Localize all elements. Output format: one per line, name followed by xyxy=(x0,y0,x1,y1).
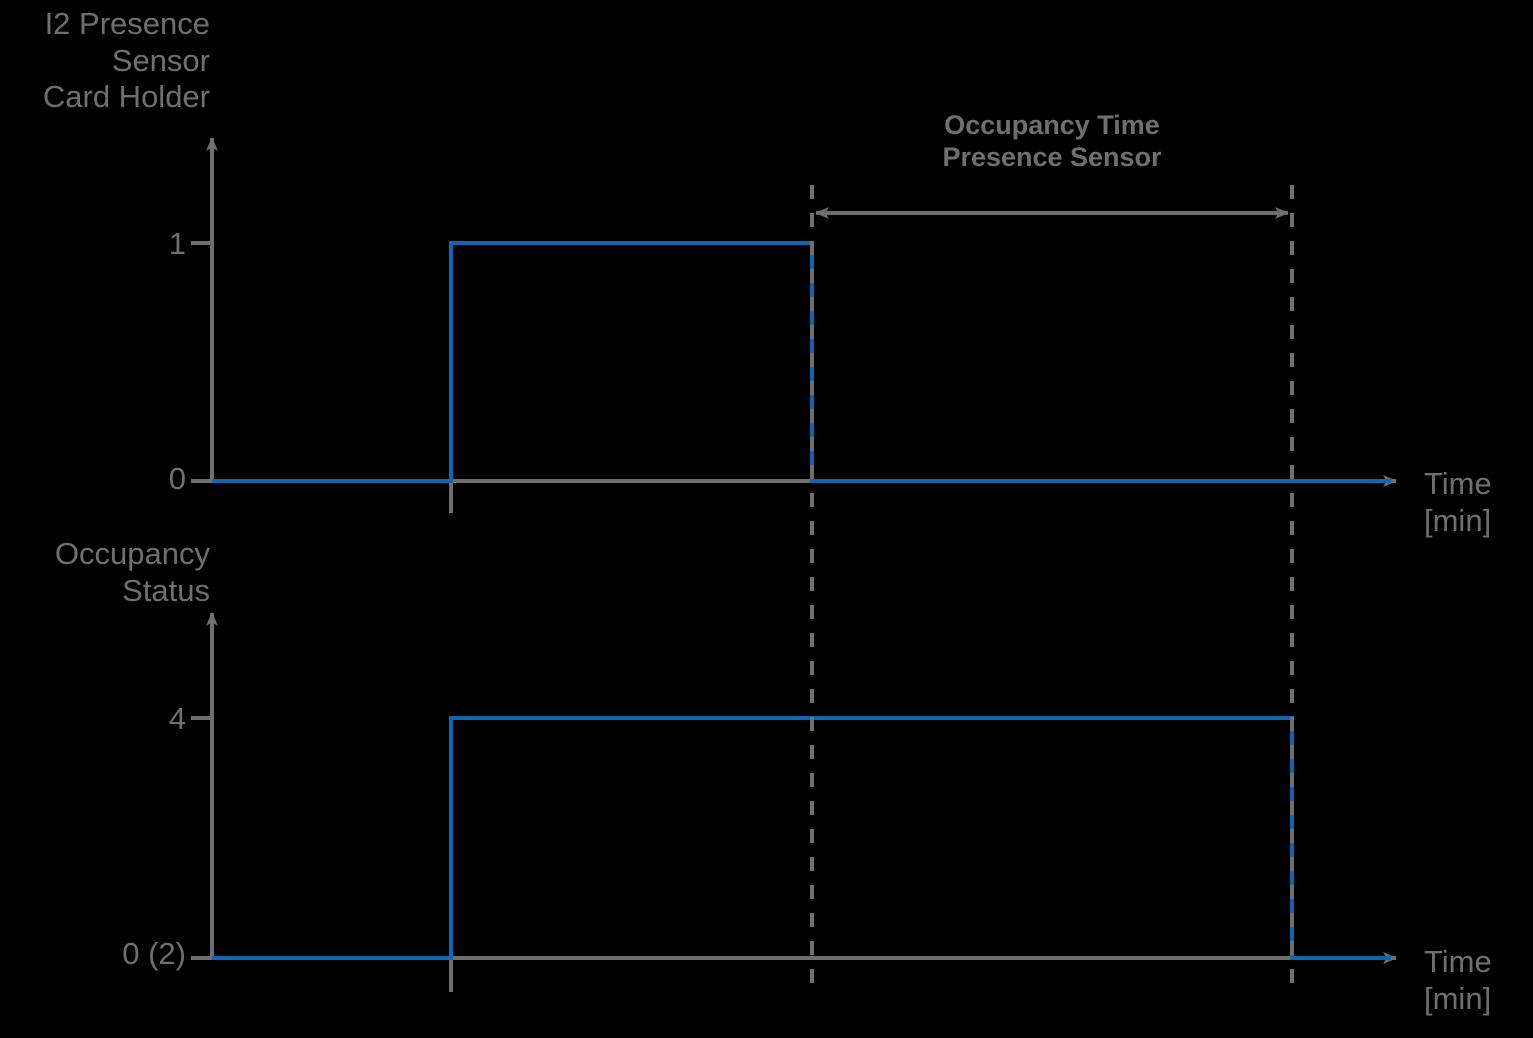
x-axis-label-line-1: Time xyxy=(1424,944,1492,979)
y-tick-label-bottom-0: 0 (2) xyxy=(122,936,186,971)
x-axis-label-line-2: [min] xyxy=(1424,502,1492,538)
y-tick-label-top-0: 0 xyxy=(168,461,186,496)
title-line-2: Status xyxy=(122,572,210,608)
x-axis-label-top: Time[min] xyxy=(1424,466,1492,539)
annotation-line-1: Occupancy Time xyxy=(944,110,1160,140)
x-axis-label-line-2: [min] xyxy=(1424,980,1492,1016)
title-line-2: Sensor xyxy=(111,42,210,78)
signal-occupancy-status xyxy=(212,716,1391,960)
title-line-1: I2 Presence xyxy=(44,6,210,41)
chart-presence-sensor xyxy=(191,137,1397,513)
y-tick-label-bottom-4: 4 xyxy=(168,701,186,736)
signal-presence-sensor xyxy=(212,241,1391,483)
title-line-1: Occupancy xyxy=(54,536,210,571)
annotation-line-2: Presence Sensor xyxy=(942,141,1162,172)
x-axis-label-bottom: Time[min] xyxy=(1424,944,1492,1017)
title-line-3: Card Holder xyxy=(42,79,210,115)
x-axis-label-line-1: Time xyxy=(1424,466,1492,501)
y-tick-label-top-1: 1 xyxy=(168,226,186,261)
chart-occupancy-status xyxy=(191,612,1397,992)
